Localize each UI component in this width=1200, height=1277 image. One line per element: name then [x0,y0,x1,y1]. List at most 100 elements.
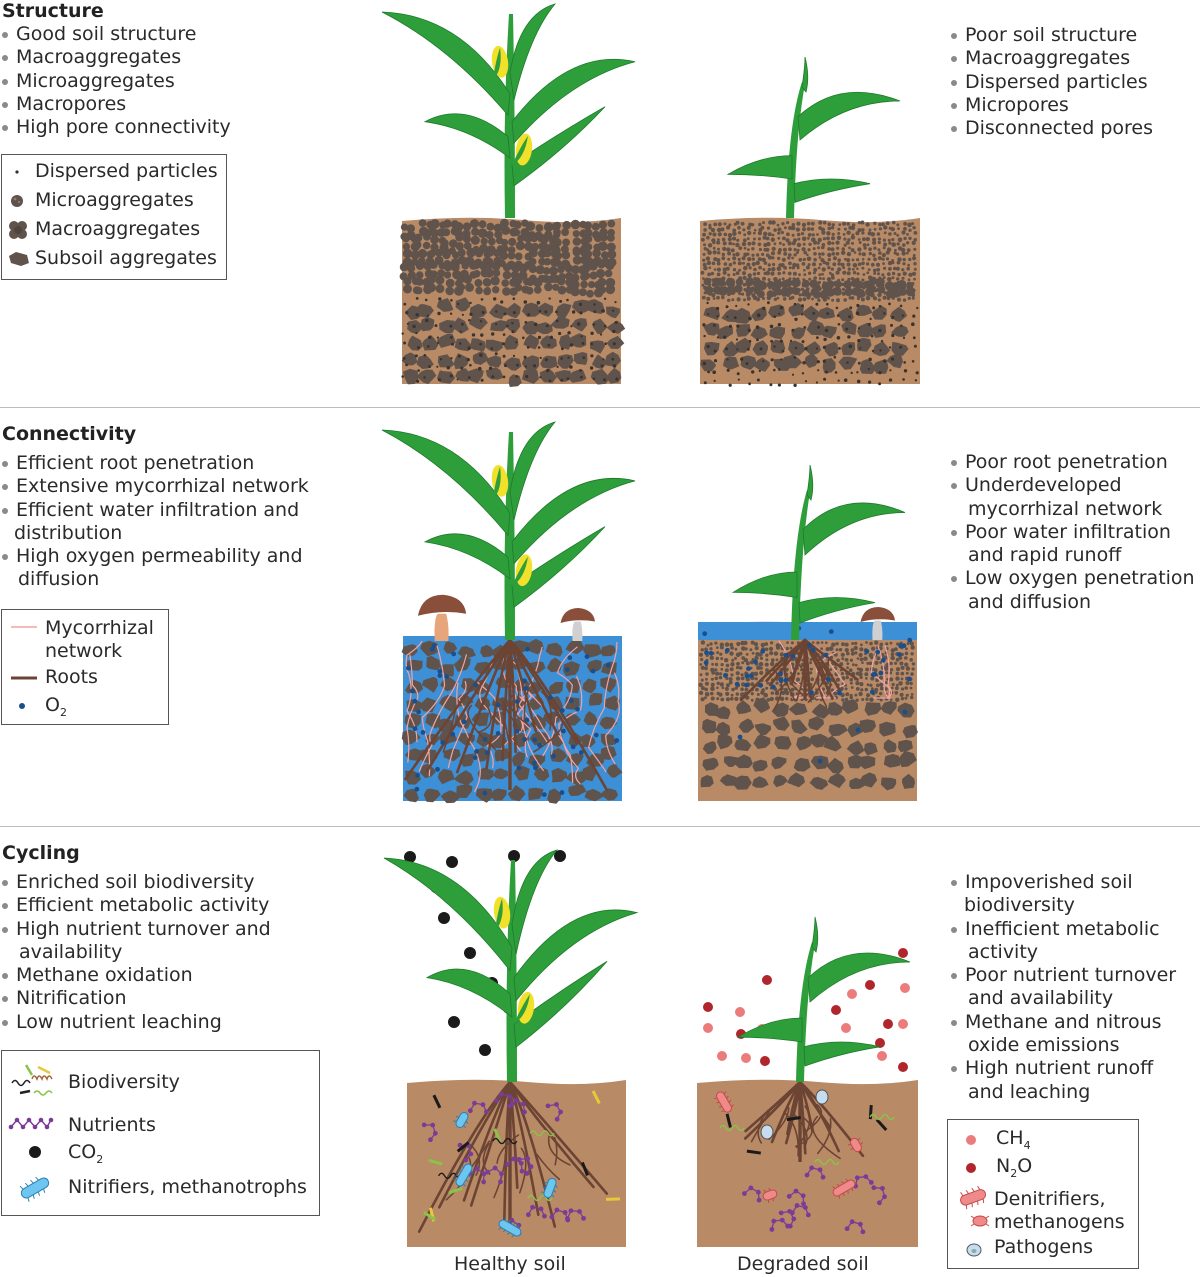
soil-particle [806,295,811,300]
legend-label: Dispersed particles [35,160,218,182]
leaf [425,968,513,1018]
macroaggregate [471,260,481,270]
soil-particle [731,687,735,692]
soil-aggregate [702,718,717,734]
soil-particle [526,345,530,349]
soil-particle [706,248,710,252]
soil-particle [788,247,792,252]
soil-particle [725,305,729,309]
soil-particle [772,262,776,267]
soil-aggregate [437,768,455,785]
cob-husk [494,898,503,932]
soil-aggregate [752,776,769,788]
soil-aggregate [808,733,828,748]
soil-particle [900,687,905,691]
soil-particle [771,251,775,256]
macroaggregate [542,267,551,275]
soil-particle [571,310,576,314]
macroaggregate [426,283,436,293]
soil-particle [891,238,895,242]
soil-particle [523,300,528,304]
macroaggregate [430,219,440,229]
bacterium-pilus [508,1219,511,1224]
soil-particle [894,661,898,665]
oxygen-dot [783,652,789,658]
soil-aggregate [856,304,873,316]
root-branch [442,708,457,753]
microbe-rod [456,1141,470,1153]
soil-particle [816,360,820,364]
soil-particle [837,379,840,382]
soil-particle [866,661,870,665]
soil-aggregate [791,719,808,735]
ch4-dot [735,1007,745,1017]
soil-particle [709,655,714,660]
soil-particle [778,368,781,371]
co2-dot [554,850,566,862]
macroaggregate [474,279,483,287]
soil-particle [781,257,786,262]
soil-particle [545,324,549,328]
list-item: activity [968,940,1039,963]
nutrient-bond [771,1219,789,1230]
soil-particle [710,677,714,681]
macroaggregate [475,286,483,295]
soil-particle [750,698,754,702]
soil-particle [777,256,781,261]
soil-particle [860,220,865,225]
soil-particle [791,266,795,270]
soil-particle [581,342,585,345]
soil-particle [401,332,404,335]
soil-particle [831,298,835,302]
soil-particle [845,240,850,245]
leaf [807,952,911,1003]
soil-particle [873,271,877,275]
soil-particle [882,246,886,250]
soil-particle [767,232,772,237]
soil-particle [904,686,908,690]
soil-particle [888,241,892,245]
macroaggregate [535,224,544,232]
soil-particle [703,243,706,247]
soil-particle [885,221,890,226]
macroaggregate [490,276,500,286]
soil-particle [415,331,418,335]
oxygen-dot [516,765,522,771]
soil-aggregate [537,302,554,317]
macroaggregate [513,275,523,285]
soil-particle [810,677,814,681]
soil-particle [781,690,786,696]
legend-label: Roots [45,666,98,688]
legend-label: Nutrients [68,1114,156,1136]
nutrient-atom [504,1162,510,1167]
soil-particle [862,243,867,247]
soil-particle [891,316,895,320]
macroaggregate [491,261,501,271]
soil-particle [428,365,431,368]
list-item: Disconnected pores [949,117,1153,140]
soil-particle [738,292,742,296]
macroaggregate [578,288,587,297]
macroaggregate [905,286,916,297]
soil-particle [715,671,720,676]
connectivity-title: Connectivity [2,423,137,445]
soil-particle [821,245,825,250]
soil-aggregate [547,788,562,804]
soil-aggregate [883,753,901,768]
macroaggregate [757,290,765,298]
soil-particle [879,691,883,696]
oxygen-dot [734,681,740,687]
soil-particle [850,651,855,656]
oxygen-dot [429,647,435,652]
macroaggregate [500,218,509,228]
bacterium-pilus [465,1179,469,1183]
soil-particle [817,298,821,302]
soil-particle [858,667,864,673]
soil-particle [757,231,763,236]
soil-particle [836,658,840,663]
soil-particle [831,252,836,256]
soil-particle [829,668,833,672]
pathogen [760,1124,774,1140]
soil-particle [478,366,482,371]
